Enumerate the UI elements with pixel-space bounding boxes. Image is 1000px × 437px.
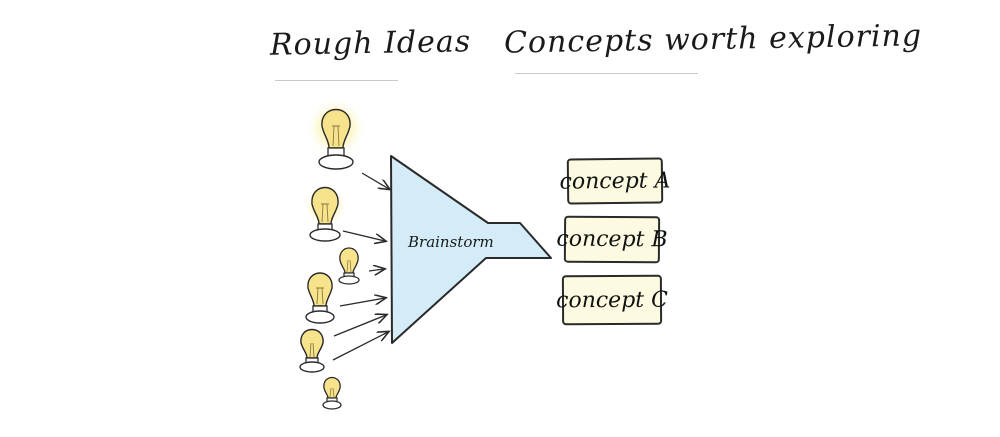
arrow-3: [368, 269, 384, 271]
lightbulb-icon: [338, 247, 360, 285]
funnel-label: Brainstorm: [407, 233, 494, 251]
arrow-6: [332, 332, 388, 361]
concept-box-a: concept A: [559, 157, 671, 205]
lightbulb-icon: [303, 184, 347, 242]
concept-box-c: concept C: [556, 274, 668, 326]
brainstorm-funnel: [390, 155, 552, 344]
arrow-5: [333, 315, 386, 337]
arrow-1: [361, 172, 389, 189]
lightbulb-icon: [299, 328, 325, 373]
concept-box-b: concept B: [556, 215, 668, 264]
concepts-underline: [515, 73, 698, 74]
arrow-2: [342, 230, 385, 241]
rough-ideas-underline: [275, 80, 398, 81]
lightbulb-icon: [322, 376, 342, 410]
lightbulb-icon: [306, 98, 366, 170]
lightbulb-icon: [305, 272, 335, 324]
idea-arrows: [332, 172, 389, 361]
arrow-4: [339, 298, 385, 307]
